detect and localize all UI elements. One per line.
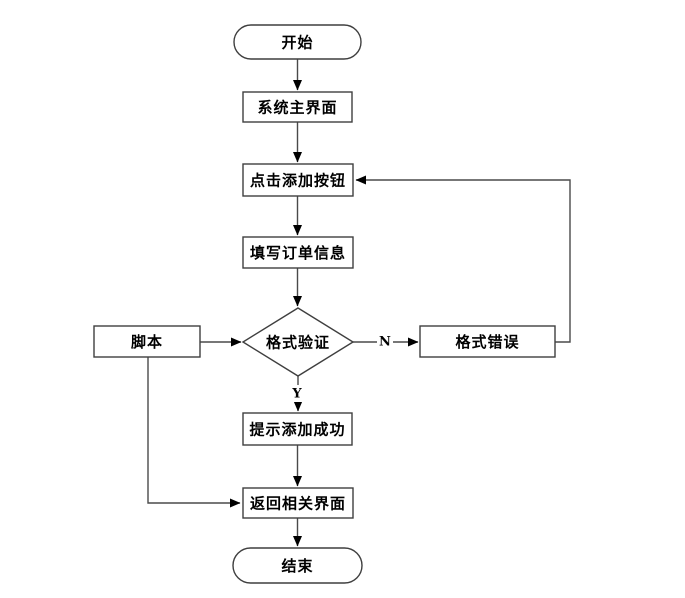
node-end <box>232 547 363 584</box>
node-fill-order <box>242 236 354 269</box>
node-fill-order-label: 填写订单信息 <box>250 244 346 262</box>
node-click-add <box>242 163 354 197</box>
node-validate-label: 格式验证 <box>266 334 330 352</box>
connector-format-error-loop-to-click-add <box>355 175 571 343</box>
node-success-tip-label: 提示添加成功 <box>249 421 345 439</box>
node-click-add-label: 点击添加按钮 <box>250 172 346 190</box>
node-return-ui-label: 返回相关界面 <box>250 495 346 513</box>
node-format-error <box>419 325 556 358</box>
node-start-label: 开始 <box>281 34 313 52</box>
node-main-ui-label: 系统主界面 <box>257 99 337 117</box>
connector-script-to-return-ui <box>147 357 241 508</box>
node-return-ui <box>242 487 354 519</box>
node-validate <box>241 307 355 377</box>
node-success-tip <box>242 412 353 446</box>
node-script-label: 脚本 <box>131 333 163 351</box>
node-end-label: 结束 <box>281 557 313 575</box>
node-format-error-label: 格式错误 <box>455 333 519 351</box>
yes-label-mask <box>289 385 305 402</box>
branch-label-yes: Y <box>291 387 302 402</box>
node-main-ui <box>242 91 353 123</box>
branch-label-no: N <box>379 335 391 350</box>
node-script <box>93 325 201 358</box>
node-start <box>233 24 362 60</box>
no-label-mask <box>377 334 393 350</box>
